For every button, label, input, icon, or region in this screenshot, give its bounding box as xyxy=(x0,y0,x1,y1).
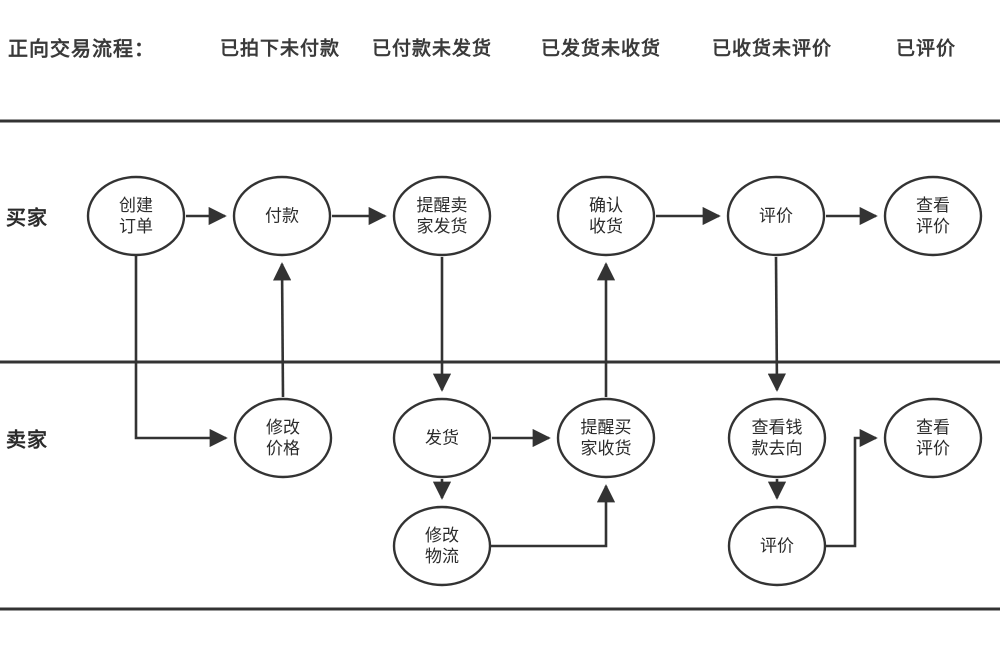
node-seller-review[interactable] xyxy=(727,505,827,587)
lane-label-buyer: 买家 xyxy=(6,207,48,230)
node-confirm-receipt[interactable] xyxy=(556,175,656,257)
node-layer xyxy=(86,175,983,587)
edge-modify-logistics-to-remind xyxy=(490,484,616,548)
node-create-order[interactable] xyxy=(86,175,186,257)
edge-buyer-review-to-money-flow xyxy=(767,256,786,392)
node-pay[interactable] xyxy=(232,175,332,257)
stage-label-3: 已收货未评价 xyxy=(712,38,833,60)
edge-seller-review-to-view-review xyxy=(825,428,878,548)
node-modify-logistics[interactable] xyxy=(392,505,492,587)
flow-title: 正向交易流程： xyxy=(8,38,155,61)
stage-label-1: 已付款未发货 xyxy=(372,38,493,60)
node-buyer-review[interactable] xyxy=(726,175,826,257)
stage-label-0: 已拍下未付款 xyxy=(220,38,341,60)
node-ship[interactable] xyxy=(392,397,492,479)
stage-label-2: 已发货未收货 xyxy=(541,38,662,60)
edge-create-order-to-modify-price xyxy=(134,255,228,448)
lane-label-seller: 卖家 xyxy=(6,429,48,452)
node-seller-view-review[interactable] xyxy=(883,397,983,479)
lane-separators xyxy=(0,119,1000,611)
stage-label-4: 已评价 xyxy=(896,38,957,60)
node-remind-ship[interactable] xyxy=(392,175,492,257)
node-modify-price[interactable] xyxy=(233,397,333,479)
node-view-money-flow[interactable] xyxy=(727,397,827,479)
node-remind-receive[interactable] xyxy=(556,397,656,479)
edge-modify-price-to-pay xyxy=(273,262,292,398)
edge-layer xyxy=(134,206,878,548)
node-buyer-view-review[interactable] xyxy=(883,175,983,257)
